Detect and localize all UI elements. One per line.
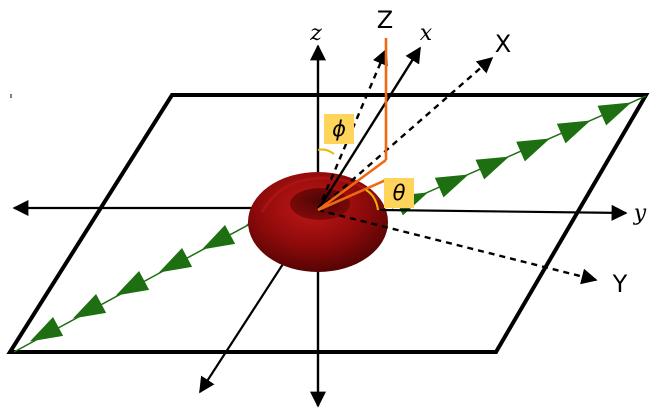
field-arrowhead [556, 120, 591, 144]
z-label: z [309, 21, 322, 46]
field-arrowhead [597, 102, 632, 126]
field-arrows-right [391, 95, 647, 216]
Z-axis-dashed [316, 48, 388, 211]
field-arrowhead [72, 293, 107, 319]
ground-plane [6, 93, 650, 354]
theta-arc [365, 189, 379, 211]
field-arrowheads [394, 102, 632, 216]
field-arrowhead [201, 224, 236, 250]
field-arrowhead [434, 174, 469, 198]
Y-label: Y [612, 270, 628, 298]
X-label: X [495, 30, 511, 58]
field-arrowhead [29, 316, 64, 342]
phi-arc [317, 148, 335, 155]
field-arrowhead [516, 138, 550, 162]
X-axis-dashed [317, 56, 494, 211]
y-label: y [633, 201, 647, 226]
x-axis-body [316, 46, 422, 211]
Z-label: Z [377, 6, 393, 34]
cell-body [248, 172, 388, 272]
red-blood-cell [248, 172, 388, 272]
orientation-vectors [317, 38, 388, 212]
orange-projection-vector [317, 158, 387, 212]
Y-axis-dashed [317, 208, 598, 285]
phi-label-box [324, 114, 354, 144]
field-arrowhead [115, 270, 150, 296]
field-arrowhead [158, 247, 193, 273]
field-arrows-left [13, 201, 279, 353]
phi-label: ϕ [332, 117, 346, 141]
y-axis-right [379, 204, 628, 221]
theta-label-box [384, 178, 414, 208]
orange-tilt-vector [317, 178, 387, 212]
theta-label: θ [393, 181, 406, 205]
field-arrowheads [29, 201, 279, 342]
field-arrowhead [475, 156, 510, 180]
x-label: x [420, 21, 433, 46]
